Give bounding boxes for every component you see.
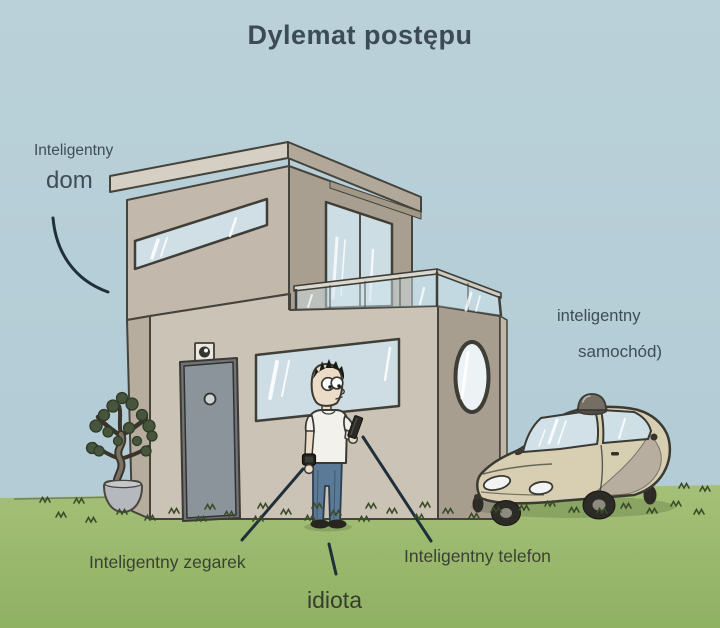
- man-left-forearm: [304, 430, 315, 457]
- smart-phone: [347, 415, 364, 440]
- smart-watch-label: Inteligentny zegarek: [89, 552, 246, 572]
- car-headlight-2: [528, 480, 554, 496]
- car-rear-light: [650, 433, 658, 441]
- smart-house-label-line1: Inteligentny: [34, 142, 114, 159]
- car-headlight: [482, 474, 512, 492]
- car-door-seam: [599, 444, 604, 493]
- plant-foliage: [85, 391, 158, 457]
- car-side-window: [599, 408, 653, 445]
- man-shoe-right: [327, 519, 347, 529]
- smart-phone-label: Inteligentny telefon: [404, 546, 551, 566]
- leader-lines: [51, 216, 433, 576]
- man-mouth: [335, 396, 343, 400]
- smart-car-label-line1: inteligentny: [557, 307, 641, 325]
- smart-house-label: Inteligentny dom: [34, 142, 113, 194]
- man-left-hand: [303, 463, 315, 475]
- man-nose: [341, 388, 345, 395]
- man: [301, 359, 364, 532]
- car-far-front-wheel: [472, 495, 484, 513]
- terrace-glass-railing: [293, 268, 503, 317]
- roof-right-trim: [329, 180, 422, 220]
- man-label: idiota: [307, 587, 362, 613]
- car-rear-panel: [588, 433, 662, 498]
- smart-car: [471, 393, 675, 526]
- man-eye-right: [330, 376, 344, 390]
- lidar-dome: [576, 393, 608, 416]
- phone-leader-line: [361, 435, 433, 543]
- man-left-sleeve: [304, 415, 315, 433]
- smart-house-label-line2: dom: [46, 166, 93, 194]
- car-bumper-dot: [474, 494, 480, 500]
- door-knob: [203, 392, 217, 406]
- plant-pot: [102, 479, 144, 514]
- doorbell-camera: [194, 342, 215, 362]
- cartoon-title: Dylemat postępu: [247, 20, 473, 50]
- car-hood-crease: [482, 463, 553, 475]
- porthole-window: [453, 340, 491, 414]
- man-hair: [313, 359, 344, 380]
- smart-watch: [301, 453, 317, 466]
- house-leader-line: [51, 216, 110, 294]
- door: [183, 361, 237, 519]
- man-shoe-left: [310, 519, 330, 529]
- watch-leader-line: [240, 467, 305, 542]
- smart-car-label: inteligentny samochód): [557, 307, 662, 362]
- car-door-handle: [611, 452, 619, 456]
- grass: [0, 485, 720, 628]
- bonsai-plant: [85, 391, 158, 514]
- smart-car-label-line2: samochód): [578, 341, 663, 361]
- strip-window: [133, 197, 269, 271]
- car-mirror: [514, 448, 524, 456]
- idiota-leader-line: [327, 542, 338, 576]
